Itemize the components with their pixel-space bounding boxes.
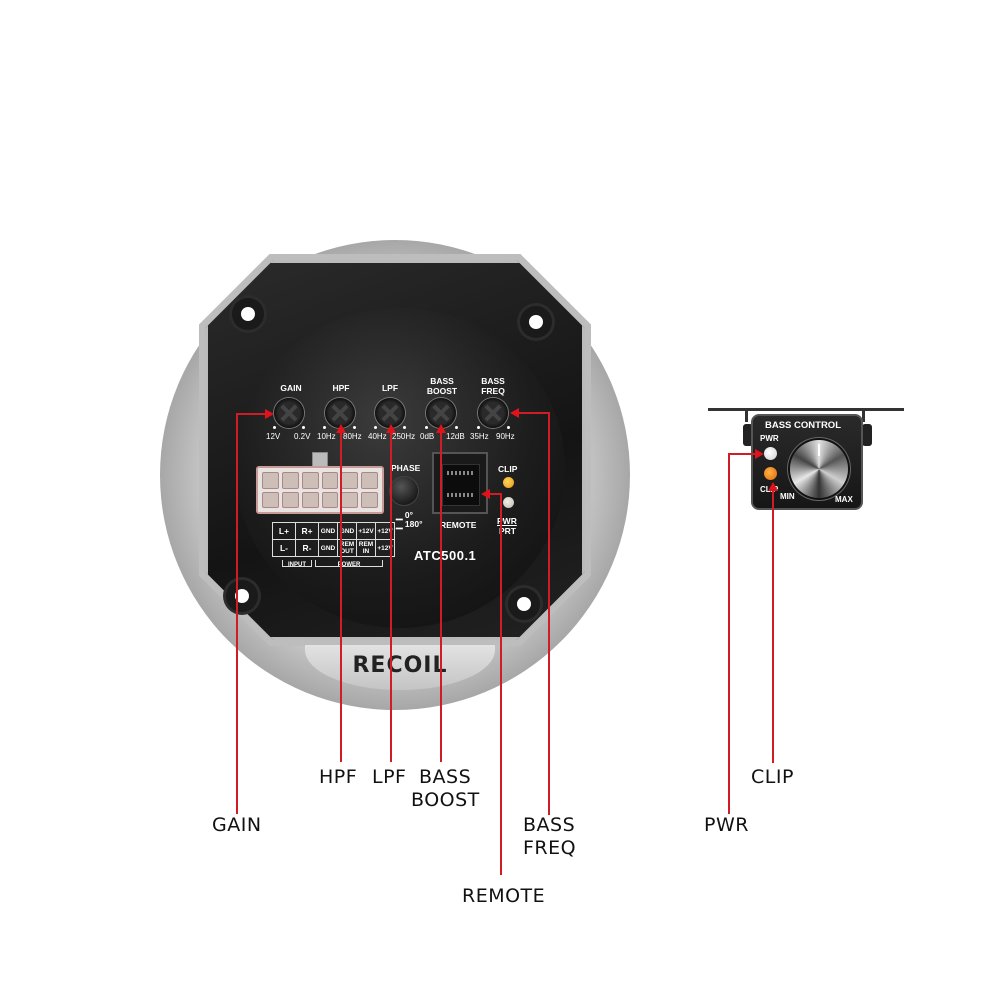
power-group-label: POWER — [315, 560, 383, 568]
clip-led-icon — [503, 477, 514, 488]
remote-clip-led-icon — [764, 467, 777, 480]
callout-lpf: LPF — [372, 766, 407, 788]
hpf-label: HPF — [332, 383, 350, 393]
arrow-icon — [336, 424, 346, 433]
arrow-icon — [386, 424, 396, 433]
bass-freq-max: 90Hz — [496, 432, 515, 441]
lpf-label: LPF — [381, 383, 399, 393]
model-number: ATC500.1 — [414, 548, 477, 563]
pin-map-table: L+ R+ GND GND +12V +12V L- R- GND REM OU… — [272, 522, 395, 557]
arrow-icon — [265, 409, 274, 419]
remote-min-label: MIN — [780, 492, 795, 501]
bass-boost-min: 0dB — [420, 432, 435, 441]
bass-boost-knob[interactable] — [426, 398, 456, 428]
callout-hpf: HPF — [319, 766, 358, 788]
callout-remote: REMOTE — [462, 885, 546, 907]
pin-label: L- — [272, 539, 296, 557]
arrow-icon — [755, 449, 764, 459]
pin-label: GND — [318, 522, 338, 540]
lpf-knob[interactable] — [375, 398, 405, 428]
pwr-led-label: PWR — [497, 516, 517, 526]
phase-180-label: ▁ 180° — [396, 519, 423, 529]
hpf-max: 80Hz — [343, 432, 362, 441]
callout-bass-freq-2: FREQ — [523, 837, 577, 859]
gain-knob[interactable] — [274, 398, 304, 428]
pin-label: GND — [318, 539, 338, 557]
hpf-knob[interactable] — [325, 398, 355, 428]
gain-label: GAIN — [280, 383, 302, 393]
phase-switch[interactable] — [390, 477, 418, 505]
pin-label: REM IN — [356, 539, 376, 557]
arrow-icon — [481, 489, 490, 499]
mounting-hole-icon — [508, 588, 540, 620]
bass-freq-label: BASS FREQ — [481, 376, 505, 396]
remote-pwr-led-icon — [764, 447, 777, 460]
gain-min: 12V — [266, 432, 281, 441]
bass-level-dial[interactable] — [790, 440, 848, 498]
remote-title: BASS CONTROL — [765, 420, 841, 431]
arrow-icon — [436, 424, 446, 433]
input-group-label: INPUT — [282, 560, 312, 568]
arrow-icon — [510, 408, 519, 418]
lpf-min: 40Hz — [368, 432, 387, 441]
bass-boost-label: BASS BOOST — [426, 376, 458, 396]
remote-port-label: REMOTE — [440, 520, 477, 530]
mounting-hole-icon — [232, 298, 264, 330]
phase-label: PHASE — [391, 463, 421, 473]
power-input-connector[interactable] — [256, 466, 384, 514]
brand-logo: RECOIL — [352, 653, 448, 678]
mounting-hole-icon — [520, 306, 552, 338]
remote-max-label: MAX — [835, 495, 853, 504]
callout-pwr: PWR — [704, 814, 749, 836]
pin-label: +12V — [356, 522, 376, 540]
gain-max: 0.2V — [294, 432, 311, 441]
callout-bass-boost-1: BASS — [419, 766, 472, 788]
remote-pwr-label: PWR — [760, 434, 779, 443]
arrow-icon — [768, 482, 778, 491]
pwr-led-icon — [503, 497, 514, 508]
bass-boost-max: 12dB — [446, 432, 465, 441]
hpf-min: 10Hz — [317, 432, 336, 441]
prt-led-label: PRT — [499, 526, 516, 536]
pin-label: L+ — [272, 522, 296, 540]
mounting-bracket — [708, 408, 904, 411]
mounting-hole-icon — [226, 580, 258, 612]
clip-led-label: CLIP — [498, 464, 518, 474]
callout-bass-boost-2: BOOST — [411, 789, 480, 811]
phase-0-label: ▁ 0° — [396, 510, 414, 520]
bass-freq-min: 35Hz — [470, 432, 489, 441]
callout-clip: CLIP — [751, 766, 794, 788]
pin-label: R- — [295, 539, 319, 557]
lpf-max: 250Hz — [392, 432, 416, 441]
bass-freq-knob[interactable] — [478, 398, 508, 428]
pin-label: R+ — [295, 522, 319, 540]
callout-gain: GAIN — [212, 814, 262, 836]
callout-bass-freq-1: BASS — [523, 814, 576, 836]
